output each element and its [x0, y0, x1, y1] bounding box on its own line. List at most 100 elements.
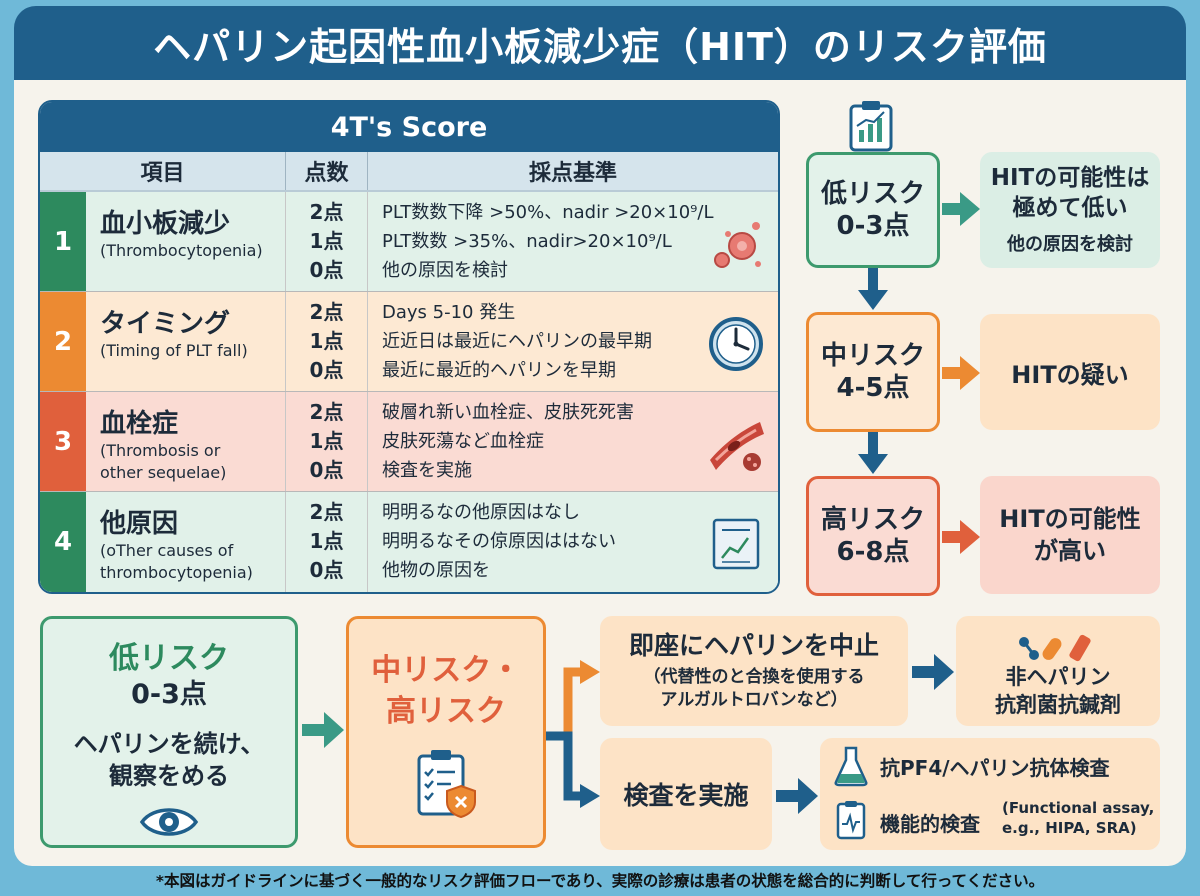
point-value: 0点	[309, 358, 344, 382]
branch-arrows	[546, 660, 600, 808]
criterion: PLT数数下降 >50%、nadir >20×10⁹/L	[382, 202, 714, 223]
functional-test-detail: (Functional assay, e.g., HIPA, SRA)	[1002, 798, 1154, 839]
arrow-down-icon	[858, 432, 888, 474]
point-value: 2点	[309, 400, 344, 424]
row-item-name: 血栓症	[100, 409, 179, 439]
arrow-right-icon	[912, 654, 954, 690]
clipboard-chart-icon	[849, 101, 893, 152]
table-header-row: 項目 点数 採点基準	[40, 152, 778, 192]
stop-heparin-detail: （代替性のと合換を使用する	[643, 667, 865, 688]
result-text: が高い	[1034, 537, 1106, 565]
test-title: 検査を実施	[623, 781, 749, 810]
column-header-item: 項目	[40, 152, 286, 190]
result-text: 極めて低い	[1012, 195, 1128, 221]
result-box-low: HITの可能性は 極めて低い 他の原因を検討	[980, 152, 1160, 268]
arrow-right-icon	[942, 356, 980, 390]
criterion: 他の原因を検討	[382, 260, 508, 281]
row-criteria: Days 5-10 発生 近近日は最近にヘパリンの最早期 最近に最近的ヘパリンを…	[368, 292, 778, 391]
criterion: 最近に最近的ヘパリンを早期	[382, 360, 616, 381]
arrow-right-icon	[776, 778, 818, 814]
test-box: 検査を実施	[600, 738, 772, 850]
point-value: 1点	[309, 529, 344, 553]
result-box-mid: HITの疑い	[980, 314, 1160, 430]
row-number: 4	[40, 492, 86, 592]
point-value: 2点	[309, 300, 344, 324]
row-item-sub: (Thrombocytopenia)	[100, 240, 263, 260]
flow-midhigh-label: 高リスク	[386, 693, 506, 729]
risk-range: 4-5点	[836, 373, 910, 403]
row-criteria: 明明るなの他原因はなし 明明るなその倞原因ははない 他物の原因を	[368, 492, 778, 592]
row-item: 他原因 (oTher causes of thrombocytopenia)	[86, 492, 286, 592]
row-item-sub: thrombocytopenia)	[100, 562, 253, 582]
flow-low-action: ヘパリンを続け、	[73, 730, 265, 759]
criterion: Days 5-10 発生	[382, 302, 516, 323]
functional-test-detail-line: (Functional assay,	[1002, 799, 1155, 817]
stop-heparin-title: 即座にヘパリンを中止	[628, 630, 879, 660]
table-row: 3 血栓症 (Thrombosis or other sequelae) 2点 …	[40, 392, 778, 492]
row-criteria: 破層れ新い血栓症、皮肤死死害 皮肤死蕩など血栓症 検査を実施	[368, 392, 778, 491]
risk-label: 中リスク	[820, 340, 925, 371]
row-item: タイミング (Timing of PLT fall)	[86, 292, 286, 391]
arrow-right-icon	[942, 192, 980, 226]
column-header-criteria: 採点基準	[528, 161, 617, 186]
row-points: 2点 1点 0点	[286, 492, 368, 592]
risk-range: 0-3点	[836, 211, 910, 241]
stop-heparin-detail: アルガルトロバンなど）	[660, 690, 848, 711]
flow-midhigh-risk-box: 中リスク・ 高リスク	[346, 616, 546, 848]
flow-low-risk-box: 低リスク 0-3点 ヘパリンを続け、 観察をめる	[40, 616, 298, 848]
result-text: HITの可能性は	[990, 165, 1150, 192]
flow-midhigh-label: 中リスク・	[371, 653, 521, 688]
medication-icon	[1019, 634, 1091, 661]
row-item-sub: (oTher causes of	[100, 540, 234, 560]
row-item-name: 他原因	[100, 509, 179, 539]
risk-range: 6-8点	[836, 537, 910, 567]
point-value: 1点	[309, 329, 344, 353]
page-title: ヘパリン起因性血小板減少症（HIT）のリスク評価	[153, 24, 1047, 69]
point-value: 0点	[309, 458, 344, 482]
vessel-clot-icon	[710, 422, 764, 471]
criterion: 明明るなその倞原因ははない	[382, 531, 616, 552]
row-item-name: 血小板減少	[100, 209, 231, 239]
point-value: 0点	[309, 258, 344, 282]
clock-icon	[709, 317, 763, 371]
point-value: 2点	[309, 200, 344, 224]
arrow-right-icon	[942, 520, 980, 554]
table-row: 1 血小板減少 (Thrombocytopenia) 2点 1点 0点 PLT数…	[40, 192, 778, 292]
row-item: 血栓症 (Thrombosis or other sequelae)	[86, 392, 286, 491]
row-number: 2	[40, 292, 86, 391]
eye-icon	[139, 808, 199, 836]
table-row: 4 他原因 (oTher causes of thrombocytopenia)…	[40, 492, 778, 592]
non-heparin-box: 非ヘパリン 抗剤菌抗鍼剤	[956, 616, 1160, 726]
flask-icon	[834, 746, 868, 787]
row-item-sub: (Thrombosis or	[100, 440, 221, 460]
risk-box-high: 高リスク 6-8点	[806, 476, 940, 596]
risk-label: 高リスク	[820, 504, 925, 535]
flow-low-label: 低リスク	[109, 641, 229, 676]
column-header-points: 点数	[286, 152, 368, 190]
non-heparin-text: 非ヘパリン	[1005, 664, 1111, 689]
criterion: 他物の原因を	[382, 560, 490, 581]
row-points: 2点 1点 0点	[286, 392, 368, 491]
table-row: 2 タイミング (Timing of PLT fall) 2点 1点 0点 Da…	[40, 292, 778, 392]
chart-document-icon	[712, 518, 760, 570]
non-heparin-text: 抗剤菌抗鍼剤	[995, 693, 1121, 717]
functional-test-text: 機能的検査	[880, 812, 980, 836]
criterion: PLT数数 >35%、nadir>20×10⁹/L	[382, 231, 672, 252]
functional-test-detail-line: e.g., HIPA, SRA)	[1002, 819, 1137, 838]
row-item-sub: other sequelae)	[100, 462, 227, 482]
flow-low-action: 観察をめる	[109, 762, 229, 791]
result-text: HITの疑い	[1011, 360, 1129, 389]
row-item: 血小板減少 (Thrombocytopenia)	[86, 192, 286, 291]
point-value: 2点	[309, 500, 344, 524]
result-box-high: HITの可能性 が高い	[980, 476, 1160, 594]
row-number: 1	[40, 192, 86, 291]
point-value: 1点	[309, 229, 344, 253]
result-text: HITの可能性	[999, 504, 1141, 533]
row-points: 2点 1点 0点	[286, 192, 368, 291]
row-number: 3	[40, 392, 86, 491]
flow-low-range: 0-3点	[131, 679, 207, 710]
row-points: 2点 1点 0点	[286, 292, 368, 391]
criterion: 明明るなの他原因はなし	[382, 502, 580, 523]
criterion: 破層れ新い血栓症、皮肤死死害	[382, 402, 634, 423]
criterion: 皮肤死蕩など血栓症	[382, 431, 544, 452]
